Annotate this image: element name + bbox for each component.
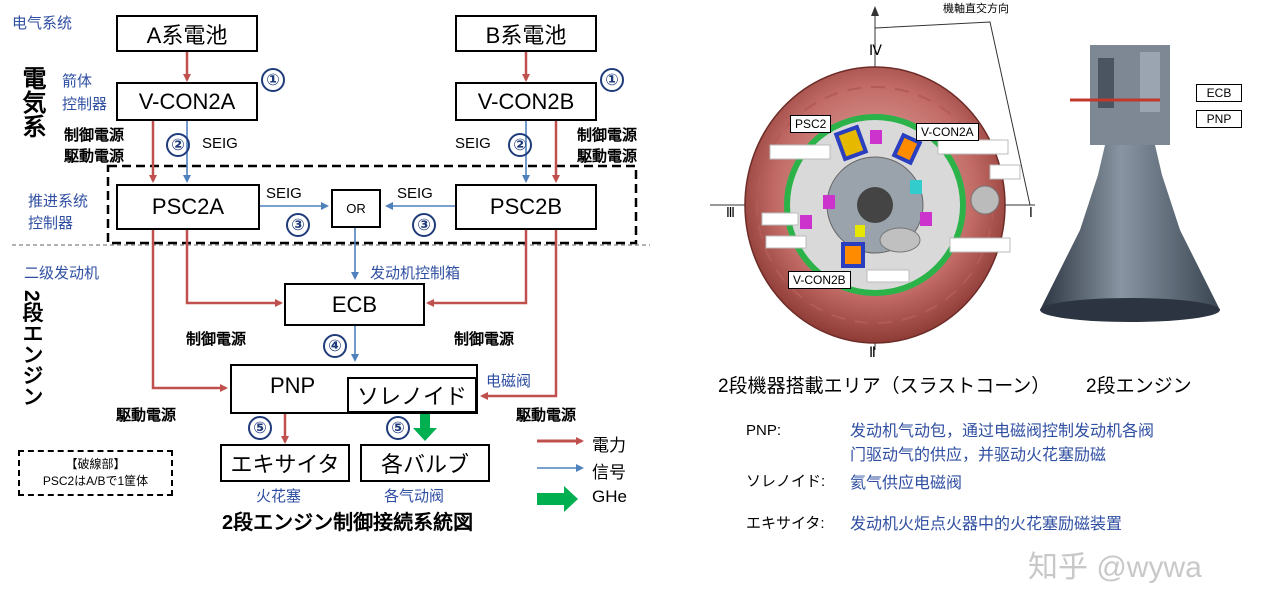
step-1-left-badge: ①	[261, 68, 285, 92]
or-label: OR	[346, 201, 366, 216]
legend-power-label: 電力	[592, 436, 626, 455]
seig-right-horizontal: SEIG	[397, 185, 433, 202]
pnp-callout: PNP	[1196, 110, 1242, 128]
psc2b-box: PSC2B	[455, 184, 597, 230]
note-term-pnp: PNP:	[746, 422, 782, 439]
ecb-label: ECB	[331, 291, 378, 317]
step-5-left-badge: ⑤	[248, 416, 272, 440]
valves-box: 各バルブ	[360, 444, 490, 482]
control-power-right-line2: 駆動電源	[577, 148, 638, 165]
exciter-box: エキサイタ	[220, 444, 350, 482]
ecb-callout: ECB	[1196, 84, 1242, 102]
ecb-control-power-left: 制御電源	[186, 331, 247, 348]
note-desc-exciter: 发动机火炬点火器中的火花塞励磁装置	[850, 516, 1123, 533]
connection-lines	[12, 52, 650, 512]
battery-b-label: B系電池	[485, 22, 567, 48]
roman-right: Ⅰ	[1029, 205, 1033, 220]
note-desc-pnp-line1: 发动机气动包，通过电磁阀控制发动机各阀	[850, 423, 1155, 440]
legend-signal-label: 信号	[592, 463, 626, 482]
rocket-controller-line1: 箭体	[62, 73, 93, 90]
electrical-system-cn-label: 电气系统	[12, 15, 73, 32]
control-power-left-line1: 制御電源	[64, 127, 125, 144]
roman-bottom: Ⅱ	[869, 344, 876, 360]
step-2-right-badge: ②	[508, 133, 532, 157]
broken-line-note: 【破線部】 PSC2はA/Bで1筐体	[18, 450, 173, 496]
broken-line-note-body: PSC2はA/Bで1筐体	[42, 474, 149, 488]
seig-left-vertical: SEIG	[202, 135, 238, 152]
ecb-box: ECB	[284, 283, 425, 326]
propulsion-controller-line2: 控制器	[28, 215, 74, 232]
battery-b-box: B系電池	[455, 15, 597, 52]
note-term-exciter: エキサイタ:	[746, 515, 825, 532]
control-power-right-line1: 制御電源	[577, 127, 638, 144]
psc2a-box: PSC2A	[116, 184, 260, 230]
spark-label: 火花塞	[256, 488, 302, 505]
valves-cn-label: 各气动阀	[384, 488, 445, 505]
note-desc-solenoid: 氦气供应电磁阀	[850, 475, 963, 492]
battery-a-label: A系電池	[146, 22, 228, 48]
diagram-caption: 2段エンジン制御接続系統図	[222, 512, 474, 534]
note-desc-pnp-line2: 门驱动气的供应，并驱动火花塞励磁	[850, 447, 1107, 464]
roman-top: Ⅳ	[869, 42, 882, 58]
solenoid-label: ソレノイド	[356, 384, 467, 409]
roman-left: Ⅲ	[726, 205, 735, 220]
or-box: OR	[331, 189, 381, 228]
psc2b-label: PSC2B	[489, 194, 563, 219]
vcon2b-callout: V-CON2B	[788, 271, 851, 289]
ecb-control-power-right: 制御電源	[454, 331, 515, 348]
axis-label: 機軸直交方向	[943, 3, 1009, 15]
valves-label: 各バルブ	[380, 452, 469, 477]
drive-power-left: 駆動電源	[116, 407, 177, 424]
step-4-badge: ④	[323, 334, 347, 358]
electrical-system-jp-label: 電気系	[18, 66, 45, 138]
solenoid-box: ソレノイド	[347, 377, 477, 413]
engine-caption: 2段エンジン	[1086, 376, 1192, 397]
seig-left-horizontal: SEIG	[266, 185, 302, 202]
pnp-label: PNP	[270, 373, 316, 398]
psc2a-label: PSC2A	[151, 194, 225, 219]
vcon2b-label: V-CON2B	[477, 88, 575, 114]
psc2-callout: PSC2	[790, 115, 832, 133]
step-2-left-badge: ②	[166, 133, 190, 157]
legend-ghe-label: GHe	[592, 487, 627, 506]
battery-a-box: A系電池	[116, 15, 258, 52]
drive-power-right: 駆動電源	[516, 407, 577, 424]
second-stage-engine-jp-label: 2段エンジン	[20, 290, 43, 407]
solenoid-valve-label: 电磁阀	[486, 373, 532, 390]
thrust-cone-illustration	[710, 6, 1220, 350]
vcon2a-box: V-CON2A	[116, 82, 258, 121]
seig-right-vertical: SEIG	[455, 135, 491, 152]
engine-control-box-label: 发动机控制箱	[370, 265, 461, 282]
step-5-right-badge: ⑤	[386, 416, 410, 440]
legend-ghe-arrow	[537, 486, 578, 512]
propulsion-controller-line1: 推进系统	[28, 193, 89, 210]
vcon2a-label: V-CON2A	[138, 88, 236, 114]
vcon2a-callout: V-CON2A	[916, 123, 979, 141]
watermark: 知乎 @wywa	[1028, 551, 1202, 584]
exciter-label: エキサイタ	[230, 452, 340, 477]
psc2-enclosure	[106, 164, 638, 245]
thrust-cone-caption: 2段機器搭載エリア（スラストコーン）	[718, 376, 1051, 397]
step-3-left-badge: ③	[286, 213, 310, 237]
step-3-right-badge: ③	[412, 213, 436, 237]
step-1-right-badge: ①	[600, 68, 624, 92]
second-stage-engine-cn-label: 二级发动机	[24, 265, 100, 282]
rocket-controller-line2: 控制器	[62, 96, 108, 113]
control-power-left-line2: 駆動電源	[64, 148, 125, 165]
broken-line-note-title: 【破線部】	[65, 457, 126, 471]
note-term-solenoid: ソレノイド:	[746, 473, 826, 490]
vcon2b-box: V-CON2B	[455, 82, 597, 121]
